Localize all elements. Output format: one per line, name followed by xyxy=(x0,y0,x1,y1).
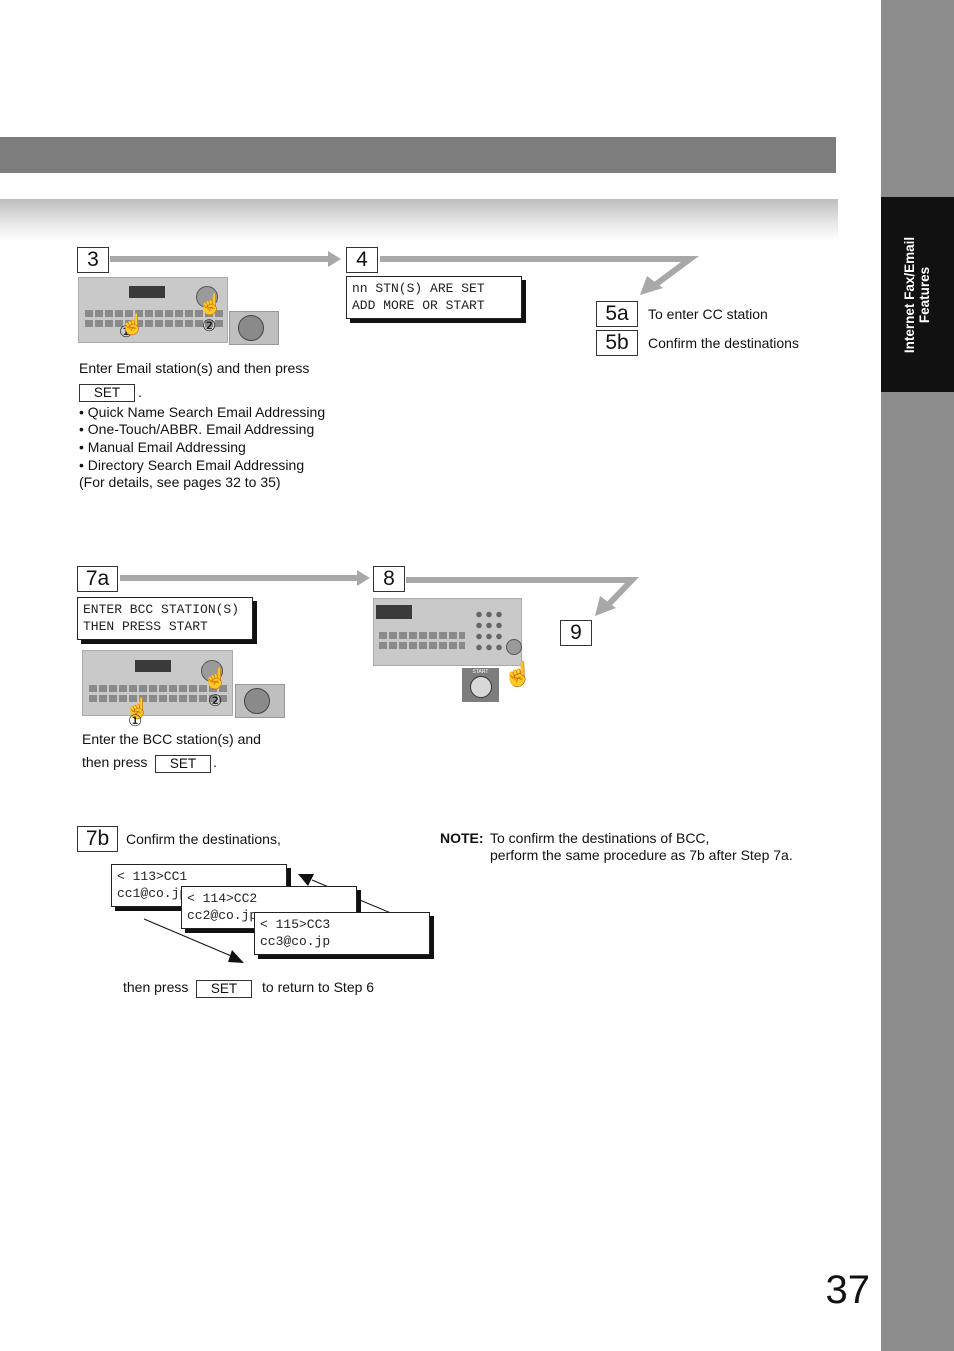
panel-keys-row-1 xyxy=(89,685,227,692)
panel-keys-row-1 xyxy=(85,310,223,317)
step-3-period: . xyxy=(138,384,142,400)
arrow-3-to-4-head xyxy=(328,251,341,267)
start-button-icon xyxy=(506,639,522,655)
navigation-dial xyxy=(196,286,218,308)
panel-keys-row-2 xyxy=(379,642,465,649)
numeric-keypad xyxy=(474,609,504,653)
lcd-display-step-7a: ENTER BCC STATION(S) THEN PRESS START xyxy=(77,597,253,640)
panel-keys-row-2 xyxy=(85,320,223,327)
callout-1: ① xyxy=(119,324,134,341)
set-key-icon: SET xyxy=(155,755,211,773)
page-number: 37 xyxy=(825,1268,871,1312)
screen-forward-head xyxy=(228,950,244,963)
step-8-badge: 8 xyxy=(373,566,405,592)
step-3-details: (For details, see pages 32 to 35) xyxy=(79,474,281,490)
panel-lcd xyxy=(376,605,412,619)
panel-keys-row-2 xyxy=(89,695,227,702)
step-5a-badge: 5a xyxy=(596,301,638,327)
panel-keys-row-1 xyxy=(379,632,465,639)
pointing-hand-icon: ☝ xyxy=(203,668,228,690)
dial-icon xyxy=(244,688,270,714)
set-dial-closeup xyxy=(235,684,285,718)
set-key-icon: SET xyxy=(79,384,135,402)
step-7a-period: . xyxy=(213,754,217,770)
step-7a-instruction: Enter the BCC station(s) and xyxy=(82,731,261,747)
navigation-dial xyxy=(201,660,223,682)
pointing-hand-icon: ☝ xyxy=(120,314,145,336)
arrow-4-to-5-line xyxy=(380,256,700,288)
arrow-3-to-4-shaft xyxy=(110,256,330,262)
set-key-icon: SET xyxy=(196,980,252,998)
pointing-hand-icon: ☝ xyxy=(503,661,533,688)
step-7a-then-press: then press xyxy=(82,754,148,770)
step-3-instruction: Enter Email station(s) and then press xyxy=(79,360,310,376)
step-5b-text: Confirm the destinations xyxy=(648,335,799,351)
lcd-screen-cc3: < 115>CC3 cc3@co.jp xyxy=(254,912,430,955)
arrow-7a-to-8-shaft xyxy=(120,575,360,581)
arrow-7a-to-8-head xyxy=(357,570,370,586)
start-key-closeup: START xyxy=(462,668,499,702)
callout-2: ② xyxy=(208,693,223,710)
screen-back-head xyxy=(298,874,314,886)
panel-lcd xyxy=(135,660,171,672)
note-line-2: perform the same procedure as 7b after S… xyxy=(490,847,793,863)
bullet-item: • Quick Name Search Email Addressing xyxy=(79,404,326,420)
step-3-badge: 3 xyxy=(77,247,109,273)
step-9-badge: 9 xyxy=(560,620,592,646)
arrow-8-to-9-head xyxy=(595,596,616,616)
arrow-4-to-5-head xyxy=(640,276,663,295)
step-5b-badge: 5b xyxy=(596,330,638,356)
arrow-8-to-9-line xyxy=(406,577,640,608)
callout-1: ① xyxy=(128,713,143,730)
screen-forward-line xyxy=(143,918,237,959)
pointing-hand-icon: ☝ xyxy=(198,294,223,316)
step-7b-then-press: then press xyxy=(123,979,189,995)
fax-control-panel xyxy=(78,277,228,343)
section-tab xyxy=(881,197,954,392)
step-4-badge: 4 xyxy=(346,247,378,273)
step-7b-text: Confirm the destinations, xyxy=(126,831,281,847)
step-7b-badge: 7b xyxy=(77,826,118,852)
header-bar xyxy=(0,137,836,173)
note-label: NOTE: xyxy=(440,830,484,846)
note-line-1: To confirm the destinations of BCC, xyxy=(490,830,710,846)
set-dial-closeup xyxy=(229,311,279,345)
bullet-item: • Directory Search Email Addressing xyxy=(79,457,305,473)
fax-keypad-panel xyxy=(373,598,522,666)
lcd-display-step-4: nn STN(S) ARE SET ADD MORE OR START xyxy=(346,276,522,319)
step-5a-text: To enter CC station xyxy=(648,306,768,322)
start-key-label: START xyxy=(472,669,489,675)
bullet-item: • Manual Email Addressing xyxy=(79,439,246,455)
callout-2: ② xyxy=(202,318,217,335)
start-key-icon xyxy=(470,676,492,698)
pointing-hand-icon: ☝ xyxy=(125,698,150,720)
panel-lcd xyxy=(129,286,165,298)
dial-icon xyxy=(238,315,264,341)
fax-control-panel xyxy=(82,650,233,716)
gradient-bar xyxy=(0,199,838,241)
bullet-item: • One-Touch/ABBR. Email Addressing xyxy=(79,421,315,437)
step-7a-badge: 7a xyxy=(77,566,118,592)
step-7b-return-text: to return to Step 6 xyxy=(262,979,375,995)
